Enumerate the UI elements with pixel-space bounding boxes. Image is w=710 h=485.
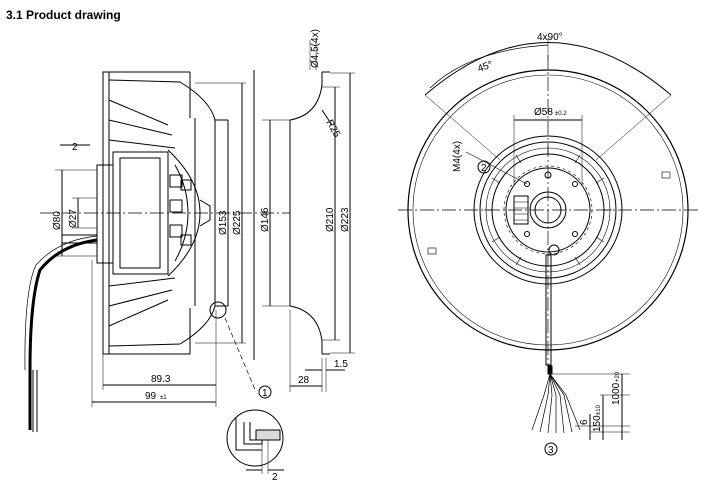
dim-len-1000: 1000 — [611, 382, 622, 405]
dim-angle-4x90: 4x90° — [537, 32, 563, 43]
callout-3-label: 3 — [548, 445, 554, 456]
callout-2-circle — [477, 160, 491, 174]
dim-d-210: Ø210 — [325, 207, 336, 232]
dim-tol-150: ±10 — [596, 404, 602, 415]
dim-d-27: Ø27 — [68, 209, 79, 228]
dim-hole-4-5: Ø4,5(4x) — [310, 29, 321, 68]
dim-len-1-5: 1.5 — [334, 359, 348, 370]
dim-len-89-3: 89.3 — [151, 374, 171, 385]
dim-w-2: 2 — [72, 142, 78, 153]
section-heading: 3.1 Product drawing — [6, 8, 121, 22]
dim-tol-58: ±0.2 — [555, 111, 567, 117]
dim-len-99: 99 — [145, 391, 157, 402]
dim-d-153: Ø153 — [218, 210, 229, 235]
dim-d-225: Ø225 — [232, 210, 243, 235]
callout-3-circle — [544, 442, 558, 456]
dim-r-25: R25 — [323, 118, 342, 140]
dim-len-28: 28 — [298, 375, 310, 386]
inlet-ring-view — [253, 40, 355, 392]
dim-d-223: Ø223 — [340, 207, 351, 232]
callout-2-label: 2 — [481, 163, 487, 174]
dim-d-146: Ø146 — [260, 207, 271, 232]
dim-angle-45: 45° — [476, 59, 494, 75]
dim-tol-1000: +20 — [615, 371, 621, 382]
callout-1-circle — [258, 385, 272, 399]
callout-1-label: 1 — [262, 388, 268, 399]
dim-d-80: Ø80 — [52, 211, 63, 230]
dim-len-150: 150 — [592, 415, 603, 432]
dim-tol-99: ±1 — [160, 395, 167, 401]
side-view — [24, 71, 290, 432]
detail-view-1 — [226, 409, 284, 474]
dimension-labels: 2 Ø80 Ø27 Ø153 Ø225 Ø146 Ø4,5(4x) R25 Ø2… — [52, 29, 622, 483]
dim-thread-m4: M4(4x) — [452, 141, 463, 172]
dim-w-2-detail: 2 — [272, 472, 278, 483]
dim-d-58: Ø58 — [534, 107, 553, 118]
dim-len-6: 6 — [579, 419, 590, 425]
front-view — [398, 38, 700, 456]
